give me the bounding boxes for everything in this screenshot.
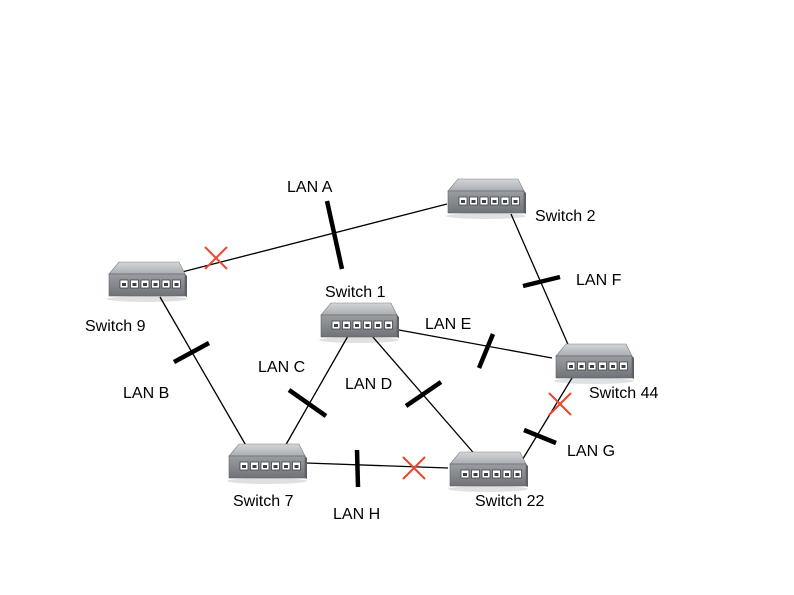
link-s1-s44 [398,329,553,359]
lan-c-bar [287,388,328,418]
lan-a-bar [324,200,345,270]
lan-d-label: LAN D [345,376,393,393]
switch-7-icon [227,443,307,484]
blocked-port-s22-lan-h-icon [402,456,426,480]
switch-2-icon [446,178,526,219]
lan-b-label: LAN B [123,385,170,402]
switch-1-label: Switch 1 [325,284,386,301]
blocked-port-s9-lan-a-icon [204,246,228,270]
link-s9-s2 [181,203,448,273]
switch-44-label: Switch 44 [589,385,659,402]
lan-b-bar [172,341,211,364]
link-s9-s7 [159,296,249,450]
lan-h-label: LAN H [333,506,381,523]
lan-g-label: LAN G [567,443,616,460]
lan-f-bar [522,274,561,289]
lan-c-label: LAN C [258,359,306,376]
link-s44-s22 [520,372,576,463]
lan-e-bar [476,333,496,369]
link-s1-s22 [371,335,479,459]
lan-e-label: LAN E [425,316,472,333]
switch-1-icon [319,302,399,343]
blocked-port-s44-lan-g-icon [548,392,572,416]
lan-a-label: LAN A [287,179,333,196]
switch-22-icon [448,451,528,492]
switch-9-label: Switch 9 [85,318,146,335]
lan-h-bar [354,449,361,488]
lan-f-label: LAN F [576,272,622,289]
switch-7-label: Switch 7 [233,493,294,510]
link-s7-s22 [305,462,449,469]
switch-9-icon [107,261,187,302]
switch-22-label: Switch 22 [475,493,545,510]
link-s1-s7 [283,335,349,449]
lan-g-bar [523,427,557,446]
switch-44-icon [554,343,634,384]
lan-d-bar [404,380,443,408]
switch-2-label: Switch 2 [535,208,596,225]
